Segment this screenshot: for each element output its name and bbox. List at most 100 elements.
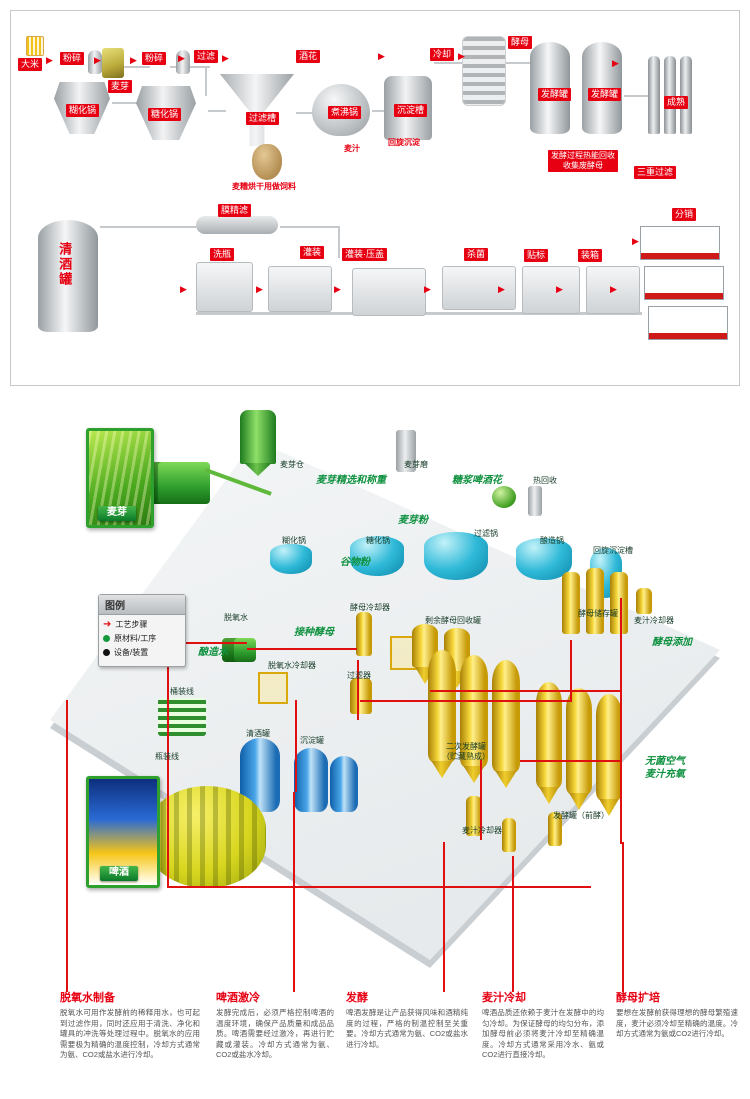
mill-1-device	[88, 50, 102, 74]
label-rice: 大米	[18, 58, 43, 72]
label-fermenter-2: 发酵罐	[588, 88, 622, 102]
process-flow-line	[570, 640, 572, 702]
label-surplus-yeast-tank: 剩余酵母回收罐	[425, 616, 481, 625]
footer-body: 啤酒发酵是让产品获得风味和酒精纯度的过程，严格的制温控制至关重要。冷却方式通常为…	[346, 1008, 468, 1049]
pipe-line	[208, 110, 226, 112]
label-deaerated-water: 脱氧水	[224, 613, 248, 622]
label-arrow-9: ▶	[180, 284, 187, 294]
pipe-line	[434, 62, 464, 64]
footer-title: 脱氧水制备	[60, 992, 115, 1004]
maturation-tank	[664, 56, 676, 134]
label-whirlpool-note: 回旋沉淀	[388, 138, 420, 147]
label-arrow-13: ▶	[498, 284, 505, 294]
gelatinization-tank	[270, 544, 312, 574]
label-yeast-addition: 酵母添加	[652, 637, 692, 648]
wort-cooler-device	[636, 588, 652, 614]
process-flow-line	[360, 700, 572, 702]
process-flow-line	[167, 642, 169, 888]
chiller-tower	[502, 818, 516, 852]
label-arrow-11: ▶	[334, 284, 341, 294]
label-arrow-14: ▶	[556, 284, 563, 294]
mill-2-device	[176, 50, 190, 74]
pipe-line	[296, 112, 316, 114]
saccharification-tank	[350, 536, 404, 576]
footer-title: 麦汁冷却	[482, 992, 526, 1004]
label-mash-kettle: 糖化锅	[148, 108, 182, 122]
chiller-tower	[548, 812, 562, 846]
label-arrow-12: ▶	[424, 284, 431, 294]
label-labeller: 贴标	[524, 249, 549, 263]
cooling-coil	[462, 36, 506, 106]
pipe-line	[506, 62, 534, 64]
footer-col-yeast-propagation: 酵母扩培 要想在发酵前获得理想的酵母繁殖速度，麦汁必须冷却至精确的温度。冷却方式…	[616, 989, 738, 1040]
label-arrow-10: ▶	[256, 284, 263, 294]
capper-machine	[352, 268, 426, 316]
label-wort-cooler-bottom: 麦汁冷却器	[462, 826, 502, 835]
bright-beer-vessel	[38, 220, 98, 332]
label-malt-selection: 麦芽精选和称重	[316, 475, 386, 486]
material-dot-icon	[103, 635, 110, 642]
label-arrow-6: ▶	[378, 51, 385, 61]
label-bright-beer-tank: 清酒罐	[246, 729, 270, 738]
hops-vessel	[492, 486, 516, 508]
process-flow-line	[167, 886, 591, 888]
pipe-line	[624, 95, 650, 97]
label-mill-1: 粉碎	[60, 52, 85, 66]
secondary-fermenter	[492, 660, 520, 772]
label-yeast-storage-tank: 酵母储存罐	[578, 609, 618, 618]
primary-fermenter	[536, 682, 562, 788]
label-saccharification: 糖化锅	[366, 536, 390, 545]
secondary-fermenter	[428, 650, 456, 762]
process-flow-line	[167, 642, 247, 644]
label-heat-recovery-note: 发酵过程热能回收 收集废酵母	[548, 150, 618, 172]
label-filter-step: 过滤	[194, 50, 219, 64]
process-flow-line	[512, 856, 514, 992]
process-flow-line	[520, 760, 620, 762]
label-cooling-step: 冷却	[430, 48, 455, 62]
label-filler: 灌装	[300, 246, 325, 260]
process-flow-line	[620, 598, 622, 844]
footer-descriptions: 脱氧水制备 脱氧水可用作发酵前的稀释用水，也可起到过滤作用，同时还应用于清洗、净…	[0, 985, 750, 1099]
label-hops-step: 酒花	[296, 50, 321, 64]
pipe-line	[205, 66, 207, 96]
filler-machine	[268, 266, 332, 312]
label-maturation: 成熟	[664, 96, 689, 110]
label-arrow-1: ▶	[46, 55, 53, 65]
label-filler-capper: 灌装·压盖	[342, 248, 387, 262]
malt-silo-vessel	[240, 410, 276, 464]
label-primary-fermenters: 发酵罐（前酵）	[553, 811, 609, 820]
process-flow-line	[430, 690, 622, 692]
malt-mill-device	[396, 430, 416, 472]
label-lauter-tun: 过滤锅	[474, 529, 498, 538]
label-bottle-washer: 洗瓶	[210, 248, 235, 262]
bottling-gantry	[258, 672, 288, 704]
label-membrane-filtration: 膜精滤	[218, 204, 252, 218]
footer-title: 发酵	[346, 992, 368, 1004]
process-flow-line	[622, 842, 624, 992]
label-arrow-2: ▶	[94, 55, 101, 65]
label-secondary-fermenters: 二次发酵罐 （贮藏熟成）	[442, 742, 490, 761]
footer-body: 要想在发酵前获得理想的酵母繁殖速度，麦汁必须冷却至精确的温度。冷却方式通常为氨或…	[616, 1008, 738, 1038]
footer-title: 酵母扩培	[616, 992, 660, 1004]
label-arrow-8: ▶	[612, 58, 619, 68]
delivery-truck	[640, 226, 720, 260]
process-flow-line	[295, 700, 297, 792]
label-brewing-water: 酿造水	[198, 647, 228, 658]
process-flow-line	[66, 700, 68, 992]
footer-body: 脱氧水可用作发酵前的稀释用水，也可起到过滤作用，同时还应用于清洗、净化和罐具的冲…	[60, 1008, 200, 1059]
maturation-tank	[680, 56, 692, 134]
label-arrow-16: ▶	[632, 236, 639, 246]
legend-title: 图例	[99, 595, 185, 615]
label-keg-line: 桶装线	[170, 687, 194, 696]
label-malt-powder: 麦芽粉	[398, 515, 428, 526]
pasteurizer-machine	[442, 266, 516, 310]
label-sterile-air-aeration: 无菌空气 麦汁充氧	[645, 756, 685, 780]
legend-label: 设备/装置	[114, 648, 149, 657]
malt-truck	[146, 462, 210, 504]
footer-body: 发酵完成后，必须严格控制啤酒的温度环境，确保产品质量和成品品质。啤酒需要经过激冷…	[216, 1008, 334, 1059]
malt-photo-tag: 麦芽	[98, 506, 136, 521]
label-syrup-hops: 糖浆啤酒花	[452, 475, 502, 486]
yeast-cooler-tower	[356, 612, 372, 656]
malt-grain-icon	[102, 48, 124, 78]
